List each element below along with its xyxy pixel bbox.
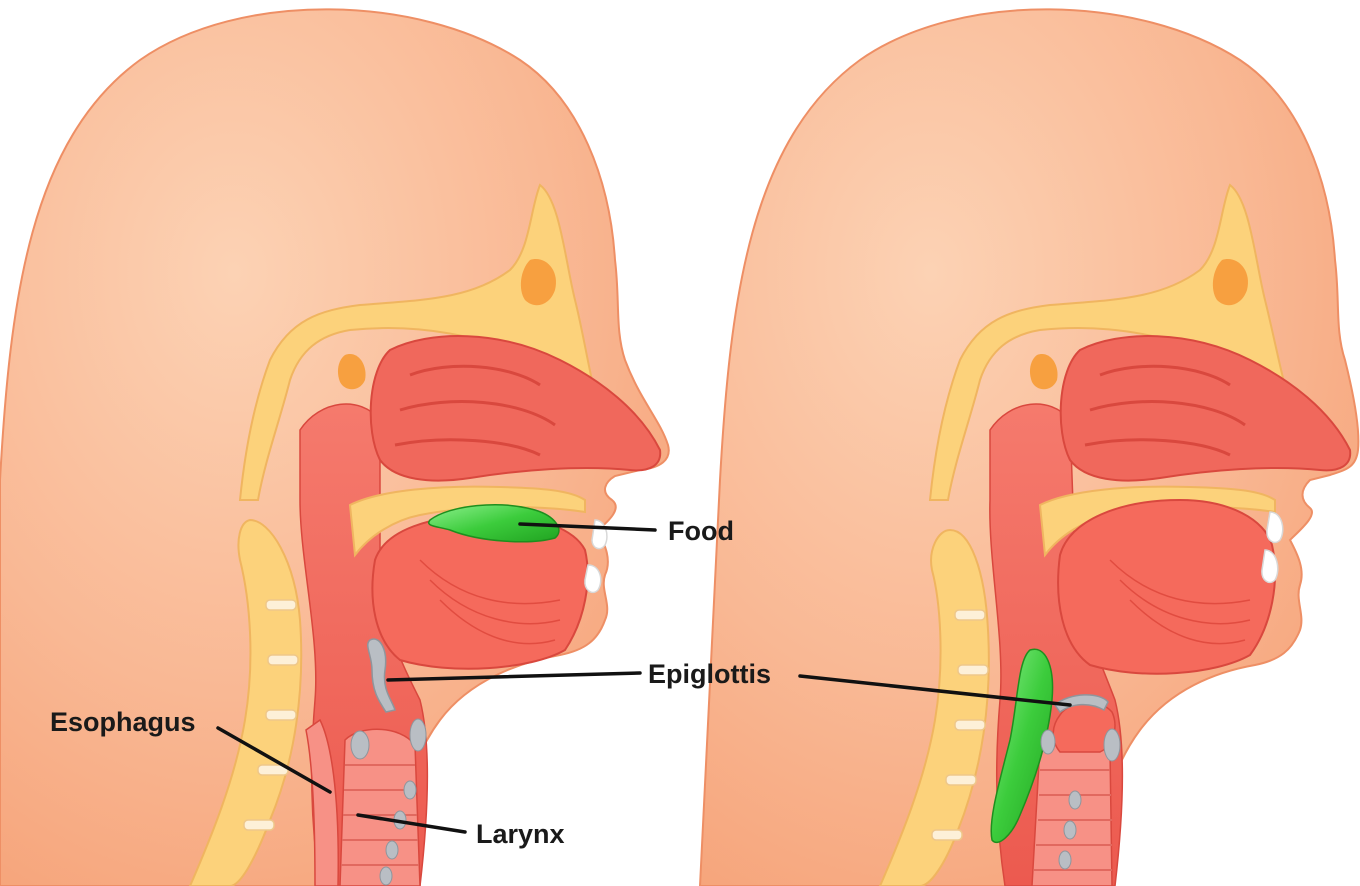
label-epiglottis: Epiglottis	[648, 659, 771, 689]
trachea-right	[1032, 734, 1112, 886]
head-right	[700, 9, 1358, 886]
label-esophagus: Esophagus	[50, 707, 196, 737]
head-left	[0, 9, 669, 886]
label-larynx: Larynx	[476, 819, 565, 849]
tongue-right	[1058, 500, 1275, 674]
label-food: Food	[668, 516, 734, 546]
